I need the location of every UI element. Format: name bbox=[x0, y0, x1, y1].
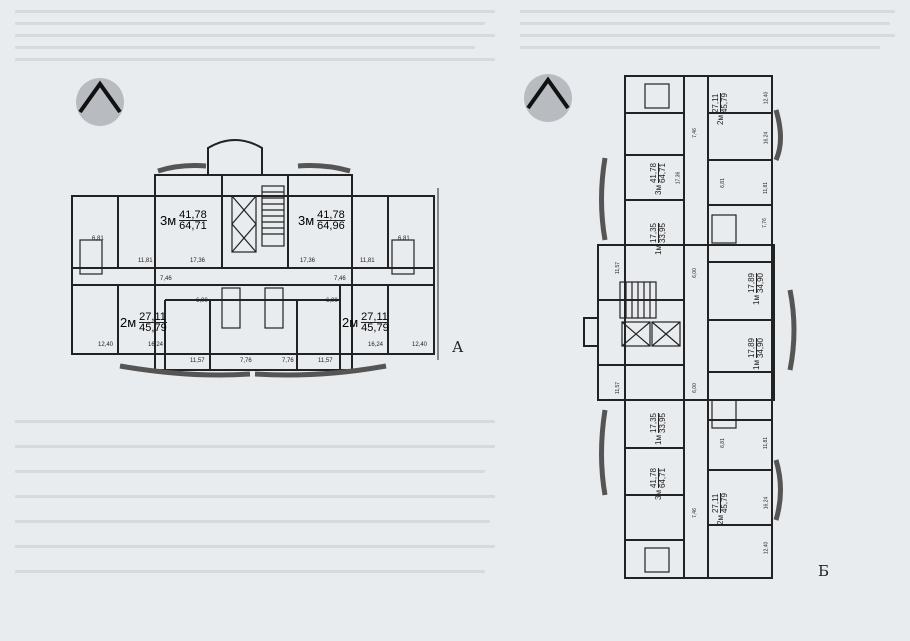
room-area: 7,76 bbox=[282, 358, 294, 364]
apartment-rooms: 3м bbox=[654, 185, 663, 195]
plan-b-stair-core bbox=[619, 83, 737, 573]
room-area: 17,36 bbox=[675, 171, 682, 185]
apartment-total-area: 45,79 bbox=[720, 93, 729, 114]
plan-a-stair-core bbox=[79, 185, 415, 329]
room-area: 6,81 bbox=[398, 236, 410, 242]
plan-b-apartment: 3м 41,78 64,71 bbox=[649, 163, 667, 195]
apartment-rooms: 2м bbox=[342, 315, 359, 330]
apartment-total-area: 64,96 bbox=[317, 220, 345, 232]
plan-b-balconies bbox=[599, 109, 797, 521]
apartment-living-area: 27,11 bbox=[361, 311, 389, 323]
apartment-rooms: 1м bbox=[752, 295, 761, 305]
plan-a-walls bbox=[71, 139, 439, 371]
plan-a-apartment: 2м 27,11 45,79 bbox=[120, 311, 180, 334]
room-area: 7,76 bbox=[240, 358, 252, 364]
room-area: 12,40 bbox=[763, 541, 770, 555]
plan-a-apartment: 3м 41,78 64,71 bbox=[160, 209, 220, 232]
room-area: 7,46 bbox=[691, 508, 698, 518]
room-area: 7,76 bbox=[761, 218, 768, 228]
plan-b-apartment: 1м 17,35 33,95 bbox=[649, 223, 667, 255]
apartment-living-area: 27,11 bbox=[139, 311, 167, 323]
plan-b-apartment: 1м 17,89 34,90 bbox=[747, 273, 765, 305]
room-area: 6,81 bbox=[92, 236, 104, 242]
room-area: 11,81 bbox=[138, 258, 153, 264]
room-area: 16,24 bbox=[763, 131, 770, 145]
room-area: 17,36 bbox=[190, 258, 206, 264]
plan-a-balconies bbox=[119, 163, 387, 378]
room-area: 6,81 bbox=[719, 438, 726, 448]
room-area: 16,24 bbox=[148, 342, 164, 348]
apartment-rooms: 1м bbox=[654, 245, 663, 255]
apartment-rooms: 1м bbox=[654, 435, 663, 445]
apartment-total-area: 33,95 bbox=[658, 223, 667, 244]
room-area: 11,57 bbox=[615, 261, 622, 275]
plan-b-apartment: 1м 17,89 34,90 bbox=[747, 338, 765, 370]
room-area: 11,57 bbox=[318, 358, 333, 364]
room-area: 11,57 bbox=[190, 358, 205, 364]
plan-b-apartment: 3м 41,78 64,71 bbox=[649, 468, 667, 500]
plan-a-apartment: 3м 41,78 64,96 bbox=[298, 209, 358, 232]
room-area: 7,46 bbox=[334, 276, 346, 282]
room-area: 12,40 bbox=[412, 342, 428, 348]
compass-north-icon bbox=[76, 78, 124, 126]
apartment-living-area: 41,78 bbox=[179, 209, 207, 221]
room-area: 6,81 bbox=[719, 178, 726, 188]
room-area: 6,00 bbox=[196, 298, 208, 304]
apartment-total-area: 45,79 bbox=[139, 322, 167, 334]
apartment-rooms: 2м bbox=[716, 515, 725, 525]
apartment-total-area: 33,95 bbox=[658, 413, 667, 434]
room-area: 11,81 bbox=[763, 181, 770, 195]
apartment-living-area: 41,78 bbox=[317, 209, 345, 221]
apartment-total-area: 64,71 bbox=[179, 220, 207, 232]
apartment-total-area: 45,79 bbox=[361, 322, 389, 334]
apartment-rooms: 2м bbox=[716, 115, 725, 125]
plan-b-apartment: 2м 27,11 45,79 bbox=[711, 493, 729, 525]
room-area: 12,40 bbox=[763, 91, 770, 105]
plan-a-apartment: 2м 27,11 45,79 bbox=[342, 311, 402, 334]
apartment-total-area: 45,79 bbox=[720, 493, 729, 514]
apartment-rooms: 1м bbox=[752, 360, 761, 370]
room-area: 11,81 bbox=[763, 436, 770, 450]
room-area: 7,46 bbox=[691, 128, 698, 138]
room-area: 11,57 bbox=[615, 381, 622, 395]
compass-north-icon bbox=[524, 74, 572, 122]
apartment-total-area: 64,71 bbox=[658, 468, 667, 489]
room-area: 16,24 bbox=[763, 496, 770, 510]
room-area: 17,36 bbox=[300, 258, 316, 264]
plan-b-apartment: 1м 17,35 33,95 bbox=[649, 413, 667, 445]
plan-a-label: А bbox=[452, 338, 464, 356]
plan-b-apartment: 2м 27,11 45,79 bbox=[711, 93, 729, 125]
apartment-total-area: 64,71 bbox=[658, 163, 667, 184]
plan-b-walls bbox=[583, 75, 775, 579]
apartment-total-area: 34,90 bbox=[756, 273, 765, 294]
room-area: 16,24 bbox=[368, 342, 384, 348]
room-area: 11,81 bbox=[360, 258, 375, 264]
apartment-rooms: 3м bbox=[298, 213, 315, 228]
plan-b-label: Б bbox=[818, 562, 830, 580]
apartment-total-area: 34,90 bbox=[756, 338, 765, 359]
room-area: 7,46 bbox=[160, 276, 172, 282]
room-area: 6,00 bbox=[326, 298, 338, 304]
room-area: 6,00 bbox=[691, 383, 698, 393]
room-area: 12,40 bbox=[98, 342, 114, 348]
apartment-rooms: 3м bbox=[654, 490, 663, 500]
room-area: 6,00 bbox=[691, 268, 698, 278]
apartment-rooms: 3м bbox=[160, 213, 177, 228]
apartment-rooms: 2м bbox=[120, 315, 137, 330]
